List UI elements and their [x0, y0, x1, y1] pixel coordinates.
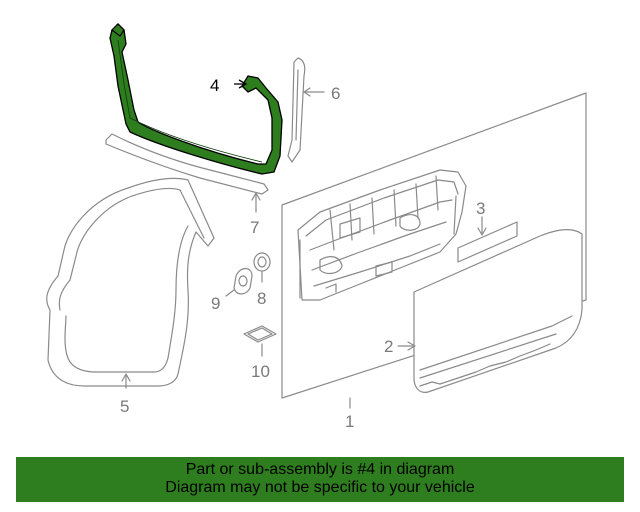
callout-6: 6: [331, 84, 340, 103]
part-9-clip: [225, 267, 253, 297]
part-3-label-sticker: [457, 216, 518, 263]
callout-4: 4: [210, 76, 219, 95]
door-inner-structure: [297, 169, 467, 301]
callout-10: 10: [251, 362, 270, 381]
part-8-plug: [253, 252, 271, 283]
part-4-door-weatherstrip: [109, 23, 283, 175]
info-banner: Part or sub-assembly is #4 in diagram Di…: [16, 457, 624, 502]
part-2-outer-panel: [397, 229, 583, 393]
parts-diagram: 1 2 3 4 5 6 7 8 9 10: [46, 23, 587, 431]
part-7-sill-seal: [105, 133, 269, 213]
part-5-opening-weatherstrip: [46, 177, 215, 389]
part-6-edge-seal: [287, 57, 325, 163]
callout-9: 9: [211, 294, 220, 313]
callout-5: 5: [120, 397, 129, 416]
callout-8: 8: [257, 289, 266, 308]
callout-7: 7: [250, 218, 259, 237]
callout-3: 3: [476, 199, 485, 218]
banner-line-disclaimer: Diagram may not be specific to your vehi…: [165, 479, 475, 496]
banner-line-part: Part or sub-assembly is #4 in diagram: [185, 461, 455, 478]
part-10-pad: [243, 325, 277, 357]
callout-1: 1: [345, 412, 354, 431]
callout-2: 2: [384, 337, 393, 356]
